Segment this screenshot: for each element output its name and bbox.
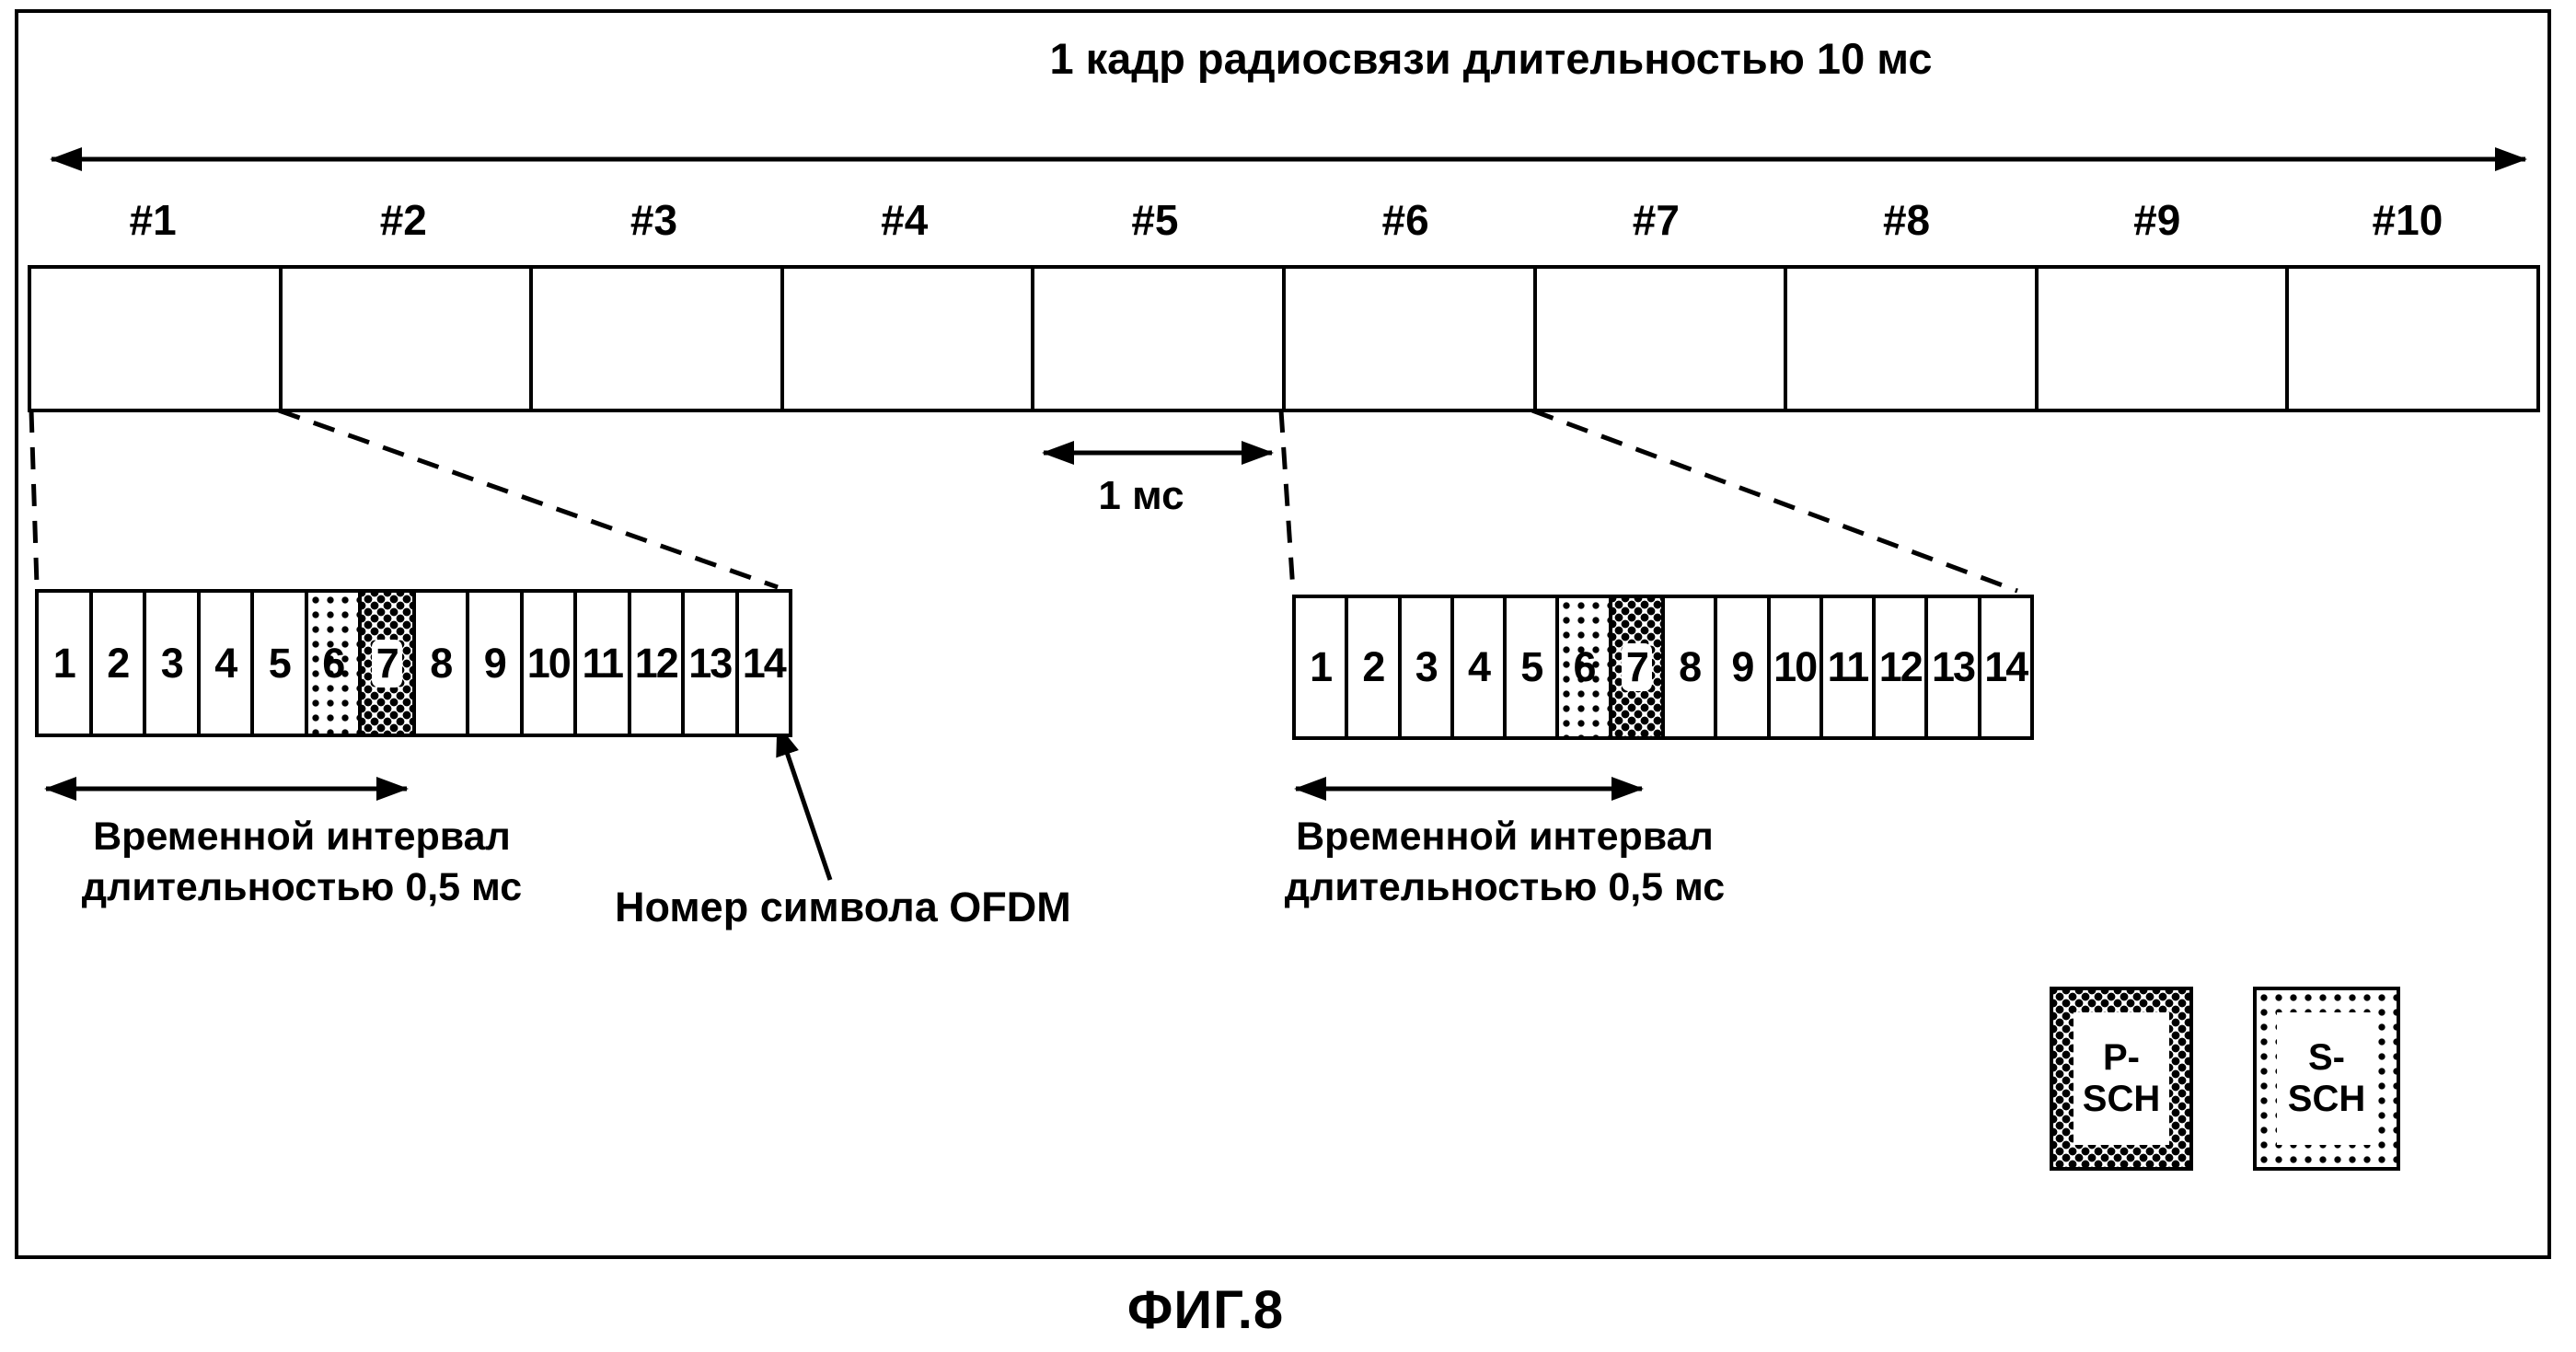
ofdm-symbol-cell-1: 1 <box>1296 598 1345 736</box>
subframe-cell-7 <box>1532 269 1785 409</box>
figure-border <box>15 9 2551 1259</box>
ofdm-symbol-cell-14: 14 <box>734 593 790 734</box>
ofdm-symbol-number-1: 1 <box>52 639 76 687</box>
ofdm-symbol-cell-5: 5 <box>1503 598 1555 736</box>
ofdm-symbol-number-7: 7 <box>1621 643 1652 691</box>
ofdm-symbol-cell-7: 7 <box>1608 598 1661 736</box>
ofdm-symbol-cell-10: 10 <box>1766 598 1819 736</box>
legend-s-sch-line1: S- <box>2308 1037 2345 1079</box>
subframe-label-2: #2 <box>379 196 427 244</box>
subframe-label-3: #3 <box>630 196 678 244</box>
ofdm-symbol-cell-1: 1 <box>39 593 89 734</box>
ofdm-symbol-number-9: 9 <box>1731 643 1754 690</box>
ofdm-symbol-number-8: 8 <box>430 639 453 687</box>
ofdm-symbol-number-11: 11 <box>1827 643 1870 690</box>
interval-label-right-line2: длительностью 0,5 мс <box>1284 865 1726 910</box>
legend-p-sch-line1: P- <box>2103 1037 2140 1079</box>
ofdm-symbol-cell-5: 5 <box>250 593 305 734</box>
subframe-label-5: #5 <box>1131 196 1179 244</box>
ofdm-symbol-cell-6: 6 <box>1555 598 1609 736</box>
ofdm-symbol-number-14: 14 <box>742 639 787 687</box>
ofdm-symbol-cell-9: 9 <box>466 593 520 734</box>
ofdm-symbol-cell-13: 13 <box>681 593 735 734</box>
subframe-label-6: #6 <box>1381 196 1429 244</box>
ofdm-symbol-cell-4: 4 <box>1450 598 1503 736</box>
interval-label-left-line2: длительностью 0,5 мс <box>81 865 523 910</box>
legend-s-sch: S- SCH <box>2253 987 2400 1171</box>
interval-label-right-line1: Временной интервал <box>1296 815 1714 859</box>
subframe-label-4: #4 <box>881 196 929 244</box>
ofdm-symbol-number-1: 1 <box>1310 643 1333 690</box>
ofdm-symbol-cell-11: 11 <box>573 593 628 734</box>
subframe-cell-6 <box>1281 269 1533 409</box>
legend-s-sch-text: S- SCH <box>2277 1012 2376 1145</box>
ofdm-symbol-number-9: 9 <box>483 639 507 687</box>
legend-p-sch-text: P- SCH <box>2074 1012 2169 1145</box>
interval-label-left-line1: Временной интервал <box>93 815 511 859</box>
interval-label-left: Временной интервал длительностью 0,5 мс <box>26 812 578 913</box>
ofdm-symbol-number-4: 4 <box>1467 643 1491 690</box>
ofdm-symbol-cell-10: 10 <box>519 593 574 734</box>
subframe-cell-9 <box>2034 269 2286 409</box>
legend-p-sch-line2: SCH <box>2082 1079 2161 1119</box>
figure-caption: ФИГ.8 <box>1126 1280 1285 1340</box>
ofdm-symbol-number-13: 13 <box>1931 643 1976 690</box>
ofdm-symbol-number-10: 10 <box>526 639 572 687</box>
legend-s-sch-line2: SCH <box>2287 1079 2366 1119</box>
subframe-cell-1 <box>31 269 279 409</box>
ofdm-symbol-cell-8: 8 <box>1660 598 1714 736</box>
radio-frame-subframe-row <box>28 265 2540 412</box>
ofdm-symbol-number-12: 12 <box>1878 643 1923 690</box>
subframe-label-9: #9 <box>2133 196 2181 244</box>
ofdm-symbol-cell-6: 6 <box>304 593 358 734</box>
legend-p-sch: P- SCH <box>2050 987 2193 1171</box>
ofdm-symbol-number-11: 11 <box>582 639 624 687</box>
ofdm-symbol-cell-14: 14 <box>1977 598 2030 736</box>
ofdm-symbol-number-5: 5 <box>1520 643 1543 690</box>
ofdm-symbol-number-3: 3 <box>160 639 184 687</box>
ofdm-symbol-number-7: 7 <box>371 639 402 688</box>
ofdm-symbol-cell-8: 8 <box>411 593 467 734</box>
ofdm-symbol-cell-12: 12 <box>1872 598 1924 736</box>
subframe-label-1: #1 <box>129 196 177 244</box>
ofdm-symbol-number-13: 13 <box>688 639 733 687</box>
subframe-cell-4 <box>780 269 1032 409</box>
ofdm-symbol-number-10: 10 <box>1773 643 1818 690</box>
ofdm-symbol-number-3: 3 <box>1415 643 1438 690</box>
ofdm-symbol-number-label: Номер символа OFDM <box>615 884 1071 930</box>
ofdm-symbol-number-6: 6 <box>1573 643 1597 690</box>
ofdm-symbol-cell-9: 9 <box>1714 598 1766 736</box>
ofdm-symbol-number-5: 5 <box>268 639 292 687</box>
ofdm-symbol-cell-3: 3 <box>1397 598 1450 736</box>
subframe-cell-5 <box>1031 269 1282 409</box>
subframe-labels-row: #1 #2 #3 #4 #5 #6 #7 #8 #9 #10 <box>28 195 2533 245</box>
ofdm-symbol-cell-4: 4 <box>196 593 251 734</box>
interval-label-right: Временной интервал длительностью 0,5 мс <box>1229 812 1781 913</box>
subframe-label-8: #8 <box>1882 196 1931 244</box>
ofdm-symbol-number-14: 14 <box>1984 643 2028 690</box>
ofdm-symbol-cell-7: 7 <box>358 593 412 734</box>
ofdm-symbol-number-6: 6 <box>322 639 345 687</box>
ofdm-symbol-cell-11: 11 <box>1819 598 1872 736</box>
subframe-cell-10 <box>2285 269 2536 409</box>
subframe-cell-2 <box>278 269 530 409</box>
subframe-label-10: #10 <box>2372 196 2443 244</box>
ofdm-symbol-number-12: 12 <box>634 639 679 687</box>
ofdm-symbol-cell-2: 2 <box>1345 598 1397 736</box>
ofdm-symbol-number-4: 4 <box>214 639 237 687</box>
ofdm-symbol-number-2: 2 <box>1362 643 1385 690</box>
ofdm-symbol-cell-3: 3 <box>143 593 197 734</box>
frame-duration-label: 1 кадр радиосвязи длительностью 10 мс <box>1049 34 1933 83</box>
ofdm-symbol-number-2: 2 <box>107 639 130 687</box>
subframe-cell-8 <box>1784 269 2035 409</box>
ofdm-symbol-cell-13: 13 <box>1924 598 1977 736</box>
one-ms-label: 1 мс <box>1098 473 1184 518</box>
ofdm-symbol-cell-12: 12 <box>627 593 682 734</box>
ofdm-symbol-number-8: 8 <box>1679 643 1702 690</box>
subframe-label-7: #7 <box>1632 196 1680 244</box>
ofdm-symbol-cell-2: 2 <box>88 593 144 734</box>
subframe-cell-3 <box>529 269 780 409</box>
